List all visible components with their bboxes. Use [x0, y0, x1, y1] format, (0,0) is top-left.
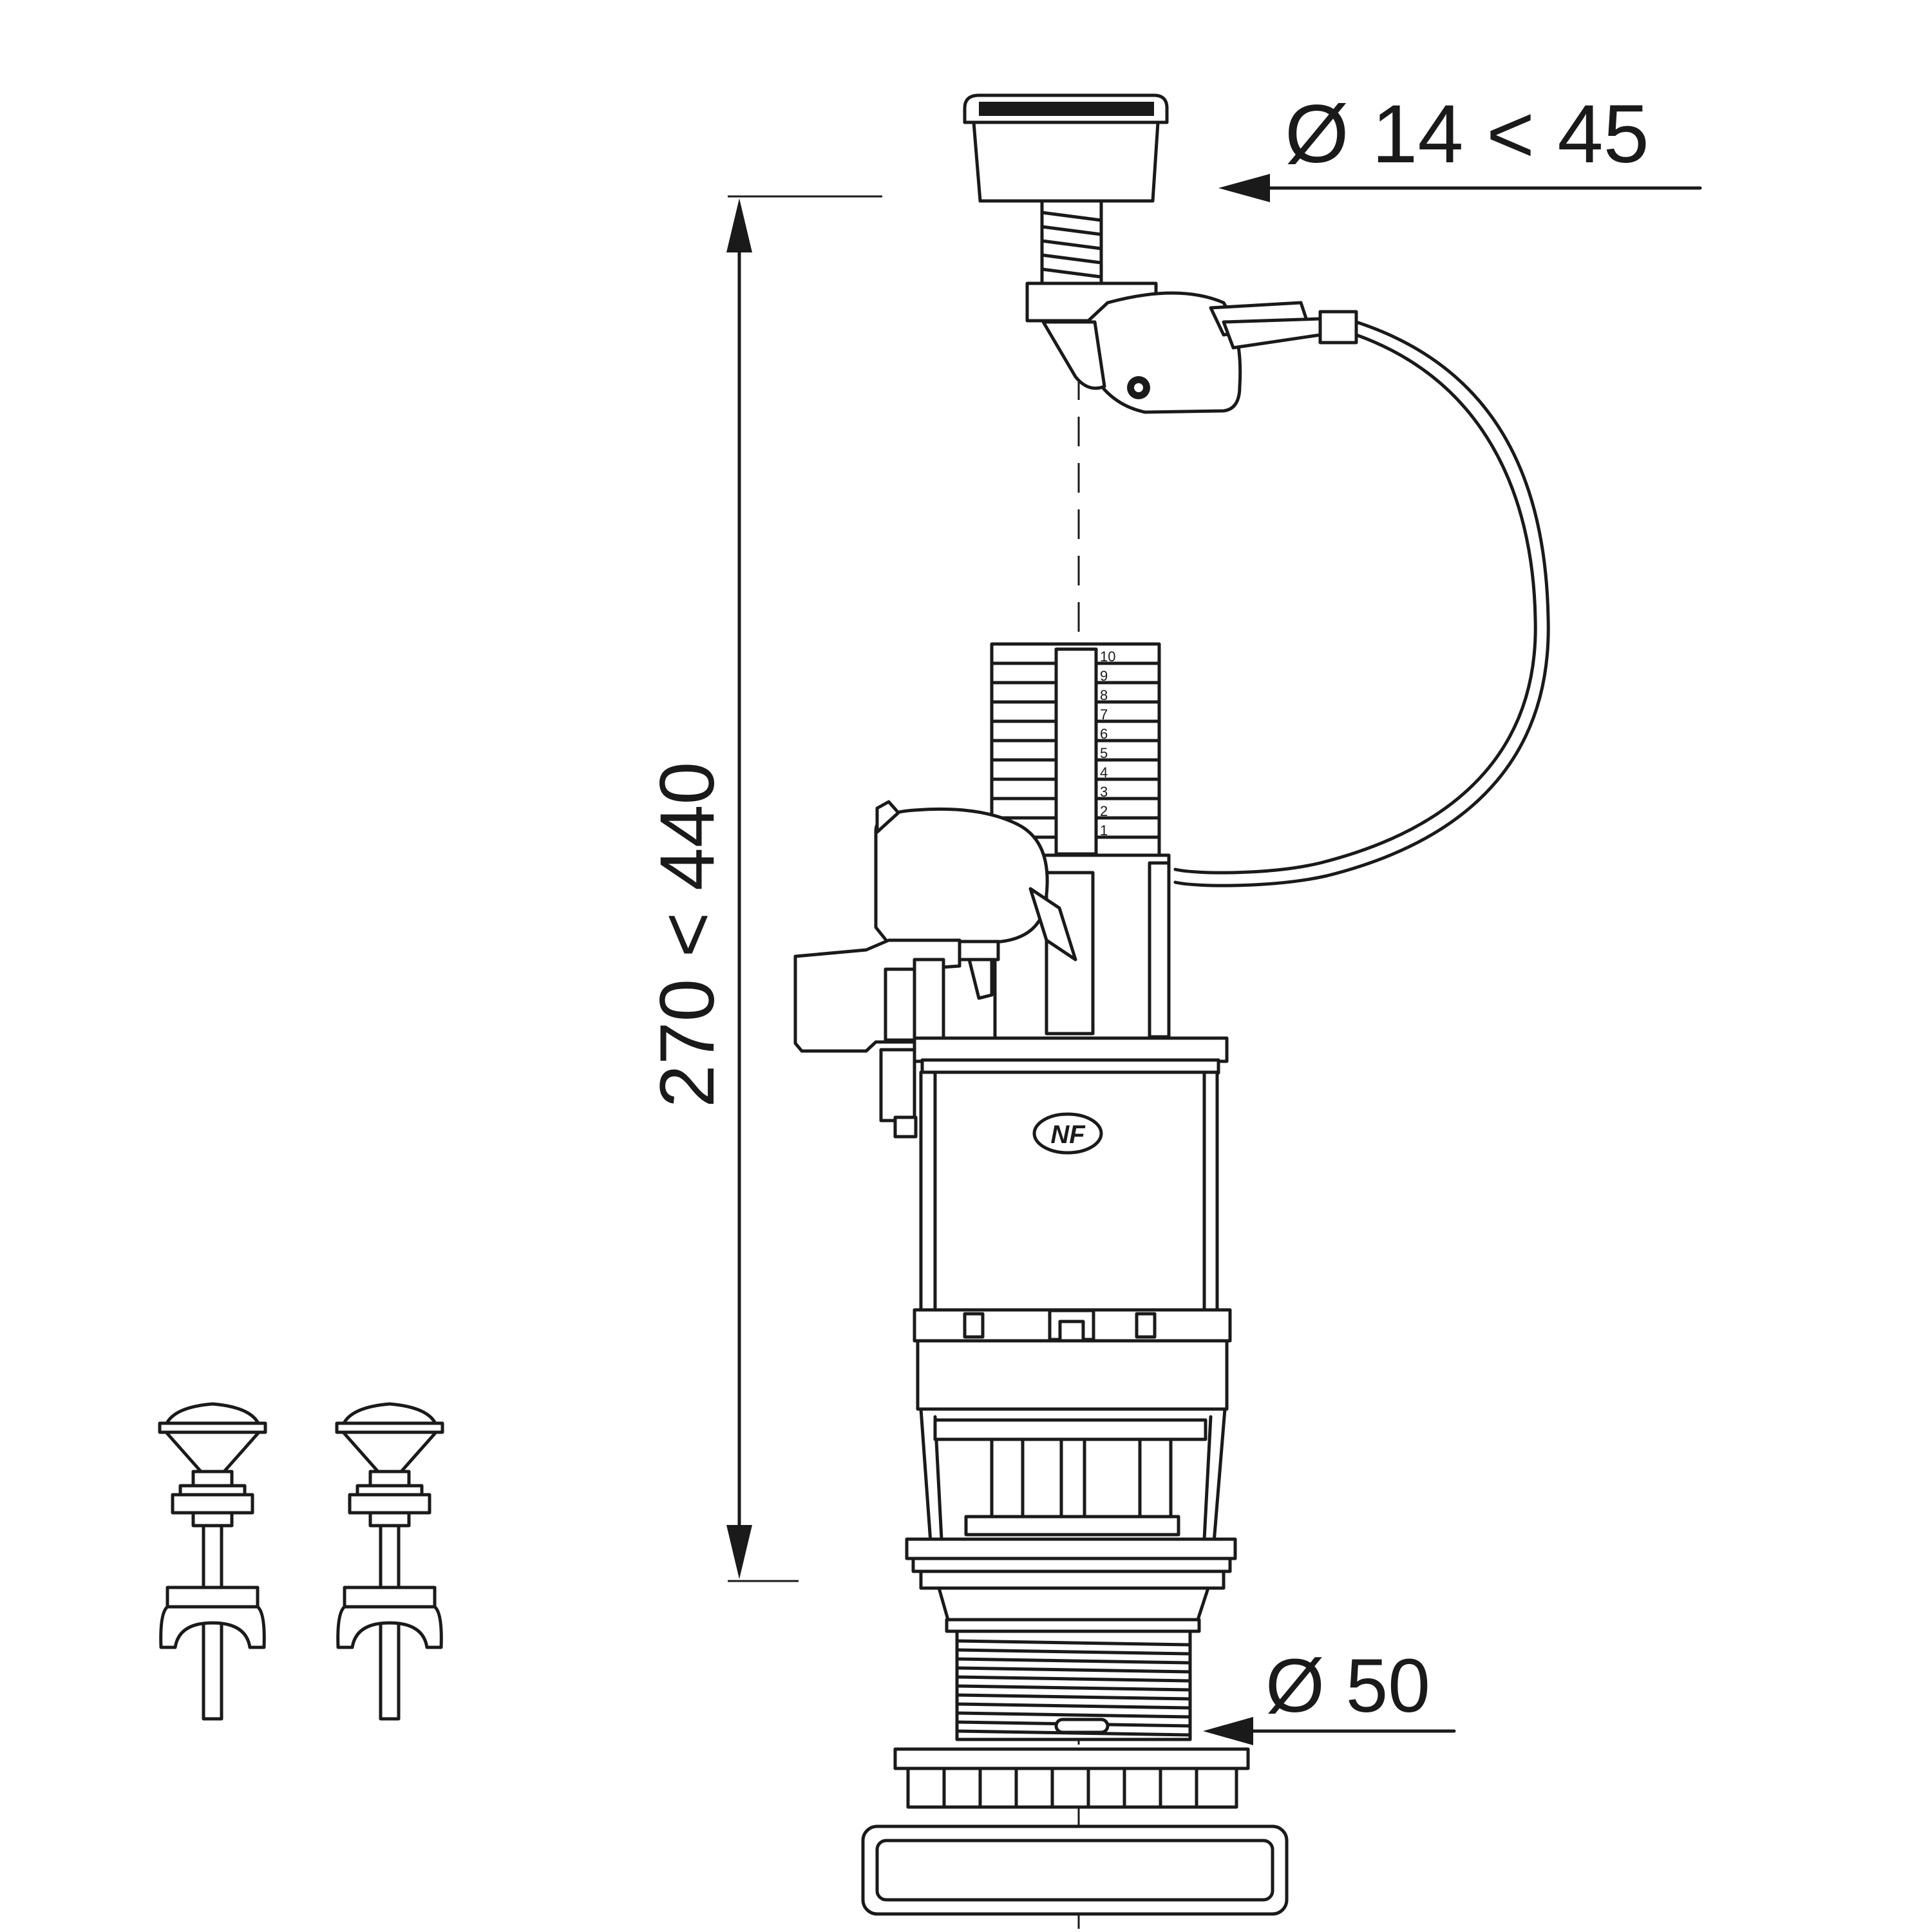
- top-diameter-arrowhead: [1218, 174, 1270, 202]
- lock-nut: [893, 1747, 1250, 1770]
- push-button-top-band: [979, 102, 1154, 116]
- float-tab: [1028, 887, 1077, 961]
- outlet-diameter-dimension: Ø 50: [1203, 1643, 1456, 1745]
- nf-certification-mark: NF: [1032, 1112, 1103, 1155]
- mid-ring: [916, 1339, 1229, 1411]
- scale-mark: 10: [1100, 649, 1115, 665]
- collar: [937, 1586, 1210, 1622]
- scale-mark: 2: [1100, 803, 1108, 819]
- height-dimension: 270 < 440: [644, 195, 882, 1582]
- scale-mark: 9: [1100, 668, 1108, 684]
- cable-clamp: [1318, 310, 1358, 345]
- upper-rim: [913, 1036, 1229, 1063]
- top-diameter-dimension: Ø 14 < 45: [1218, 88, 1702, 202]
- scale-mark: 5: [1100, 745, 1108, 761]
- outlet-diameter-label: Ø 50: [1265, 1643, 1430, 1728]
- scale-mark: 3: [1100, 784, 1108, 800]
- valve-stem: [879, 1048, 916, 1122]
- float-body: [874, 807, 1049, 945]
- scale-mark: 6: [1100, 726, 1108, 742]
- top-diameter-label: Ø 14 < 45: [1285, 88, 1649, 180]
- valve-body: NF: [861, 1036, 1289, 1916]
- height-bottom-arrowhead: [726, 1525, 752, 1579]
- scale-mark: 4: [1100, 764, 1108, 781]
- height-range-label: 270 < 440: [644, 762, 730, 1108]
- control-cable: [1173, 320, 1550, 887]
- fixing-bolt-left: [158, 1402, 267, 1721]
- height-adjust-scale: 10 9 8 7 6 5 4 3 2 1: [990, 642, 1161, 857]
- fixing-bolt-right: [335, 1402, 444, 1721]
- side-valve-assembly: [793, 800, 1077, 1139]
- push-button-assembly: [963, 93, 1358, 414]
- scale-mark: 8: [1100, 687, 1108, 703]
- scale-mark: 7: [1100, 706, 1108, 723]
- canister: [919, 1070, 1219, 1314]
- lever-arm: [1041, 320, 1106, 390]
- base-ring: [905, 1537, 1237, 1560]
- outlet-diameter-arrowhead: [1203, 1717, 1253, 1745]
- nf-mark-text: NF: [1050, 1121, 1086, 1149]
- scale-mark: 1: [1100, 822, 1108, 838]
- height-top-arrowhead: [726, 198, 752, 252]
